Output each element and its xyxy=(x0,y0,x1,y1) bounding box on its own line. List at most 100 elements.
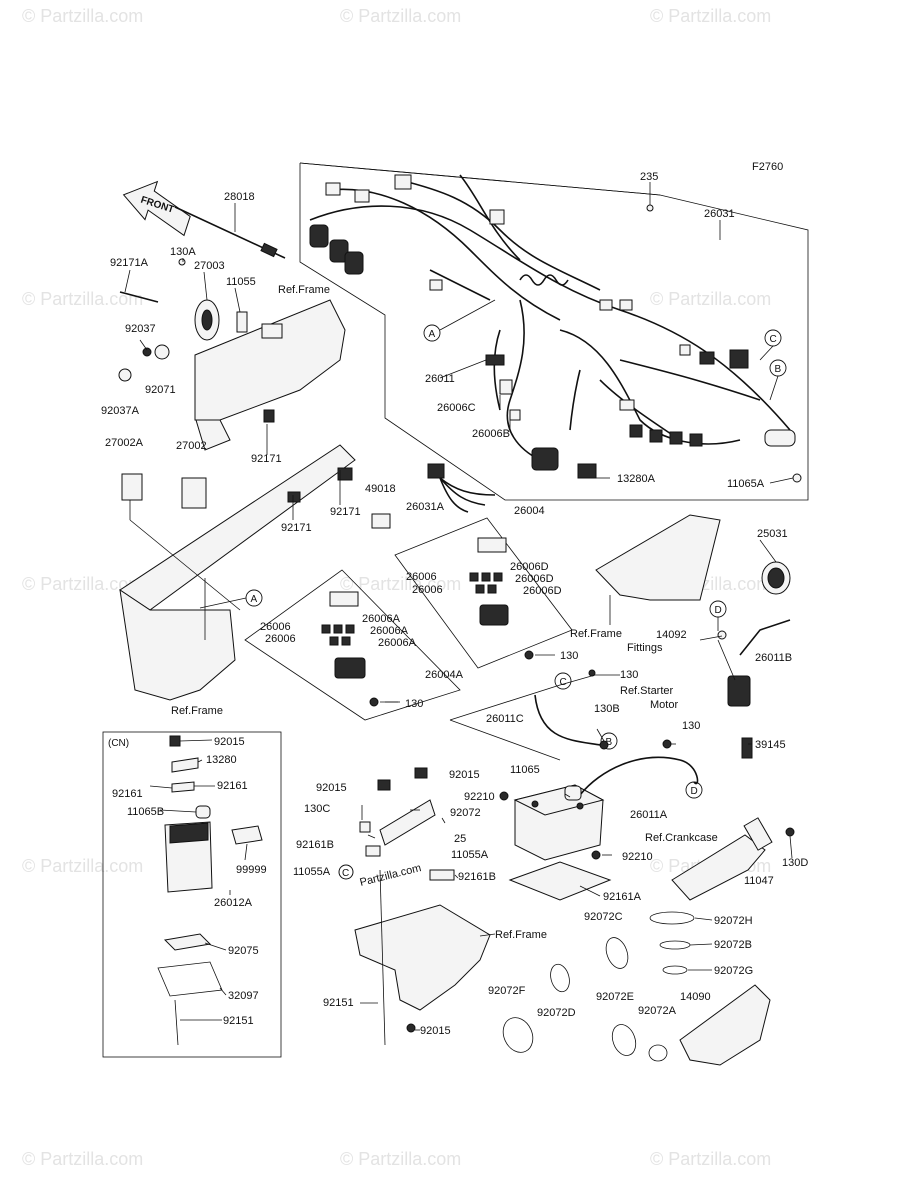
copyright-glyph: C xyxy=(342,868,349,879)
label-26006A-2: 26006A xyxy=(370,625,409,637)
watermark: © Partzilla.com xyxy=(22,574,143,594)
part-39145 xyxy=(741,737,753,759)
svg-text:B: B xyxy=(775,364,782,375)
watermark: © Partzilla.com xyxy=(22,1149,143,1169)
label-13280A: 13280A xyxy=(617,473,656,485)
label-26031A: 26031A xyxy=(406,501,445,513)
label-26006-d: 26006 xyxy=(265,633,296,645)
label-26004: 26004 xyxy=(514,505,545,517)
svg-text:A: A xyxy=(251,594,258,605)
label-130-b: 130 xyxy=(620,669,638,681)
label-92072H: 92072H xyxy=(714,915,753,927)
label-cn-92151: 92151 xyxy=(223,1015,254,1027)
label-92015-a: 92015 xyxy=(316,782,347,794)
label-27002A: 27002A xyxy=(105,437,144,449)
svg-text:C: C xyxy=(560,677,567,688)
label-11065A: 11065A xyxy=(727,478,765,490)
svg-text:D: D xyxy=(715,605,722,616)
label-39145: 39145 xyxy=(755,739,786,751)
label-27003: 27003 xyxy=(194,260,225,272)
label-26006-a: 26006 xyxy=(406,571,437,583)
label-cn-99999: 99999 xyxy=(236,864,267,876)
callout-a-left: A xyxy=(245,589,263,607)
label-130-d: 130 xyxy=(682,720,700,732)
label-92072E: 92072E xyxy=(596,991,634,1003)
label-26006D-2: 26006D xyxy=(515,573,554,585)
figure-code: F2760 xyxy=(752,161,783,173)
frame-upper-left xyxy=(118,258,346,451)
watermark: © Partzilla.com xyxy=(650,6,771,26)
watermark: © Partzilla.com xyxy=(22,289,143,309)
label-14092: 14092 xyxy=(656,629,687,641)
label-25x: 25 xyxy=(454,833,466,845)
label-92161A: 92161A xyxy=(603,891,642,903)
label-cn-92161-b: 92161 xyxy=(112,788,143,800)
label-92072: 92072 xyxy=(450,807,481,819)
label-cn-92161-a: 92161 xyxy=(217,780,248,792)
label-130C: 130C xyxy=(304,803,330,815)
label-92210-a: 92210 xyxy=(464,791,495,803)
label-92161B-b: 92161B xyxy=(458,871,496,883)
label-92015-c: 92015 xyxy=(420,1025,451,1037)
label-26011: 26011 xyxy=(425,373,455,385)
part-28018 xyxy=(174,203,286,259)
label-130-a: 130 xyxy=(560,650,578,662)
label-92072B: 92072B xyxy=(714,939,752,951)
label-92072F: 92072F xyxy=(488,985,526,997)
label-92072G: 92072G xyxy=(714,965,753,977)
label-92171-c: 92171 xyxy=(281,522,312,534)
label-92037A: 92037A xyxy=(101,405,140,417)
watermark: © Partzilla.com xyxy=(340,6,461,26)
label-28018: 28018 xyxy=(224,191,255,203)
part-25031-cover xyxy=(595,514,791,625)
label-cn-92075: 92075 xyxy=(228,945,259,957)
label-cn-92015: 92015 xyxy=(214,736,245,748)
svg-text:D: D xyxy=(691,786,698,797)
label-ref-frame-top: Ref.Frame xyxy=(278,284,330,296)
callout-b-top: B xyxy=(769,359,787,377)
cn-variant-box: (CN) xyxy=(102,731,282,1058)
watermark: © Partzilla.com xyxy=(650,289,771,309)
label-26006D-3: 26006D xyxy=(523,585,562,597)
label-ref-frame-lower: Ref.Frame xyxy=(495,929,547,941)
label-ref-starter-2: Motor xyxy=(650,699,678,711)
label-130D: 130D xyxy=(782,857,808,869)
label-92210-b: 92210 xyxy=(622,851,653,863)
label-11065: 11065 xyxy=(510,764,540,776)
label-26006-b: 26006 xyxy=(412,584,443,596)
label-cn-13280: 13280 xyxy=(206,754,237,766)
part-labels: 235 28018 26031 130A 27003 92171A 11055 … xyxy=(101,171,808,1037)
crankcase-starter-group xyxy=(671,817,795,901)
watermark: © Partzilla.com xyxy=(22,6,143,26)
label-26031: 26031 xyxy=(704,208,735,220)
stamp-text: Partzilla.com xyxy=(359,862,423,889)
label-11055A-2: 11055A xyxy=(293,866,331,878)
frame-lower-left xyxy=(119,444,356,701)
label-92037: 92037 xyxy=(125,323,156,335)
watermark: © Partzilla.com xyxy=(340,574,461,594)
bracket-parts xyxy=(359,767,455,881)
main-harness-outline xyxy=(299,162,809,501)
watermark: © Partzilla.com xyxy=(650,1149,771,1169)
fuse-box-26004-group xyxy=(394,517,573,669)
cn-box-label: (CN) xyxy=(108,738,129,749)
label-11055A-1: 11055A xyxy=(451,849,489,861)
part-49018-26031A xyxy=(371,463,496,529)
label-ref-frame-fittings-2: Fittings xyxy=(627,642,663,654)
svg-text:B: B xyxy=(606,737,613,748)
label-130A: 130A xyxy=(170,246,196,258)
callout-a-top: A xyxy=(423,324,441,342)
label-26006D-1: 26006D xyxy=(510,561,549,573)
label-92161B: 92161B xyxy=(296,839,334,851)
frame-lower-center xyxy=(354,869,491,1046)
label-92072D: 92072D xyxy=(537,1007,576,1019)
label-92151: 92151 xyxy=(323,997,354,1009)
label-26006B: 26006B xyxy=(472,428,510,440)
label-92072A: 92072A xyxy=(638,1005,677,1017)
label-92071: 92071 xyxy=(145,384,176,396)
label-92171-b: 92171 xyxy=(330,506,361,518)
part-26011C xyxy=(449,669,620,761)
label-49018: 49018 xyxy=(365,483,396,495)
label-25031: 25031 xyxy=(757,528,788,540)
watermark: © Partzilla.com xyxy=(22,856,143,876)
